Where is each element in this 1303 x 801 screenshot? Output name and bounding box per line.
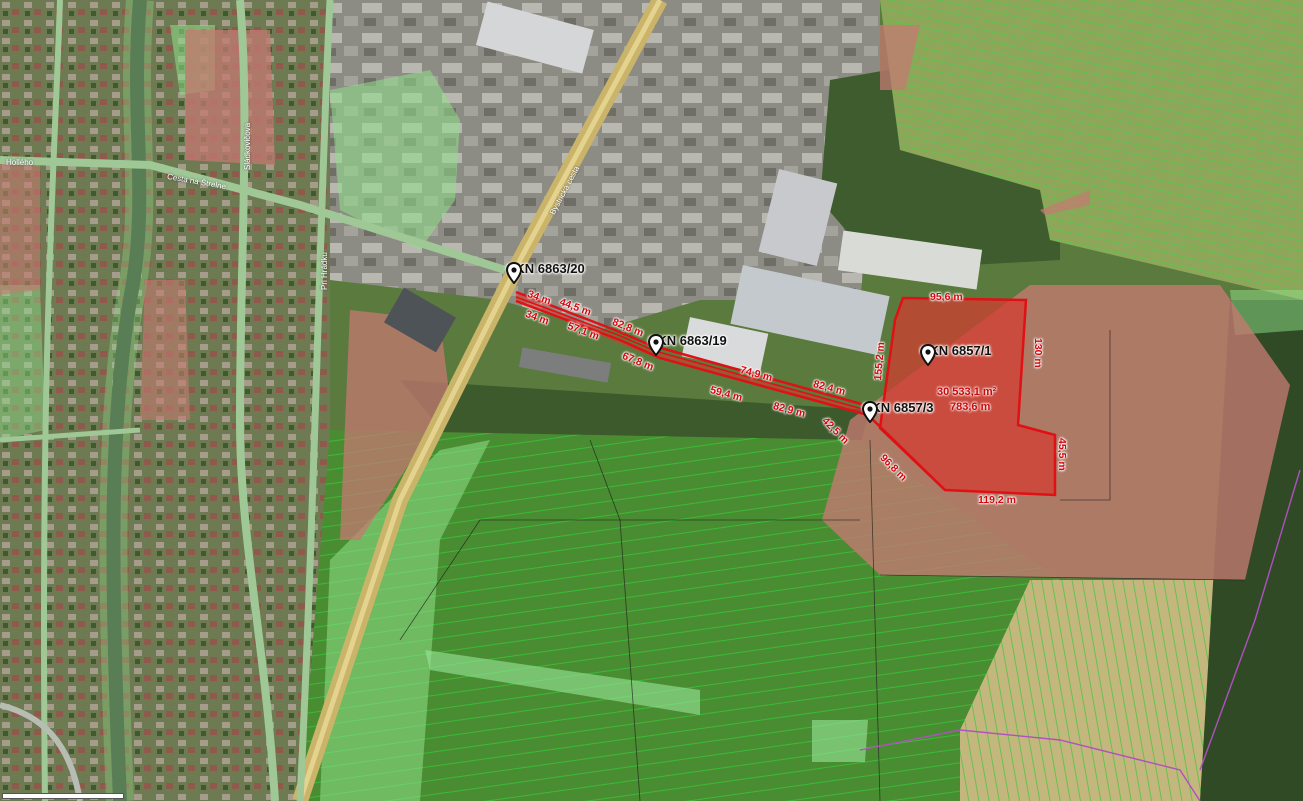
map-pin-icon <box>862 401 878 423</box>
building-1 <box>730 265 890 355</box>
road-3 <box>296 0 334 801</box>
parcel-marker-p3[interactable]: CKN 6857/1 <box>920 343 992 366</box>
parcel-area-value: 30 533,1 m² <box>937 386 997 398</box>
red-zone-6 <box>1040 190 1090 215</box>
green-zone-6 <box>0 285 45 440</box>
measurement-label: 130 m <box>1032 338 1044 368</box>
building-7 <box>837 230 983 290</box>
corridor-outline-south <box>515 299 869 417</box>
measurement-label: 45,5 m <box>1056 438 1068 471</box>
red-zone-2 <box>340 310 450 540</box>
road-4 <box>40 0 63 801</box>
parcel-southwest-edge <box>867 414 946 491</box>
parcel-label: CKN 6857/3 <box>862 400 934 415</box>
red-zone-4 <box>140 280 190 420</box>
parcel-label: CKN 6857/1 <box>920 343 992 358</box>
map-pin-icon <box>506 262 522 284</box>
measurement-label: 95,6 m <box>930 291 963 303</box>
purple-boundary <box>859 469 1301 801</box>
green-zone-5 <box>812 720 868 762</box>
map-pin-icon <box>648 334 664 356</box>
highway-centre <box>297 0 663 801</box>
cadastral-lines <box>399 330 1246 801</box>
parcel-label: CKN 6863/19 <box>648 333 727 348</box>
road-6 <box>0 702 83 801</box>
street-label-hollého: Hollého <box>6 158 34 167</box>
building-2 <box>758 168 838 266</box>
green-zone-4 <box>425 650 700 715</box>
street-label-pri-hradku: Pri Hrádku <box>320 252 329 290</box>
map-pin-icon <box>920 344 936 366</box>
parcel-marker-p2[interactable]: CKN 6863/19 <box>648 333 727 356</box>
parcel-marker-p1[interactable]: CKN 6863/20 <box>506 261 585 284</box>
green-zone-1 <box>330 70 460 250</box>
road-5 <box>0 427 141 443</box>
green-zone-7 <box>1230 290 1303 335</box>
building-6 <box>518 347 612 383</box>
road-1 <box>0 156 507 274</box>
building-3 <box>475 1 594 74</box>
measurement-label: 119,2 m <box>978 494 1016 506</box>
building-4 <box>384 287 456 353</box>
corridor-outline-middle <box>515 296 867 411</box>
river-bank-green <box>99 0 154 801</box>
road-2 <box>235 0 279 801</box>
parcel-marker-p4[interactable]: CKN 6857/3 <box>862 400 934 423</box>
industrial-area <box>330 0 880 330</box>
field-northeast <box>880 0 1303 300</box>
red-zone-3 <box>0 160 40 295</box>
parcel-perimeter-value: 783,6 m <box>950 401 991 413</box>
red-zone-1 <box>185 30 275 165</box>
parcel-label: CKN 6863/20 <box>506 261 585 276</box>
river <box>106 0 147 801</box>
street-label-sladkovicova: Sládkovičova <box>243 122 252 170</box>
scale-bar <box>2 793 124 799</box>
selected-corridor[interactable] <box>516 293 865 415</box>
red-zone-5 <box>880 25 920 90</box>
